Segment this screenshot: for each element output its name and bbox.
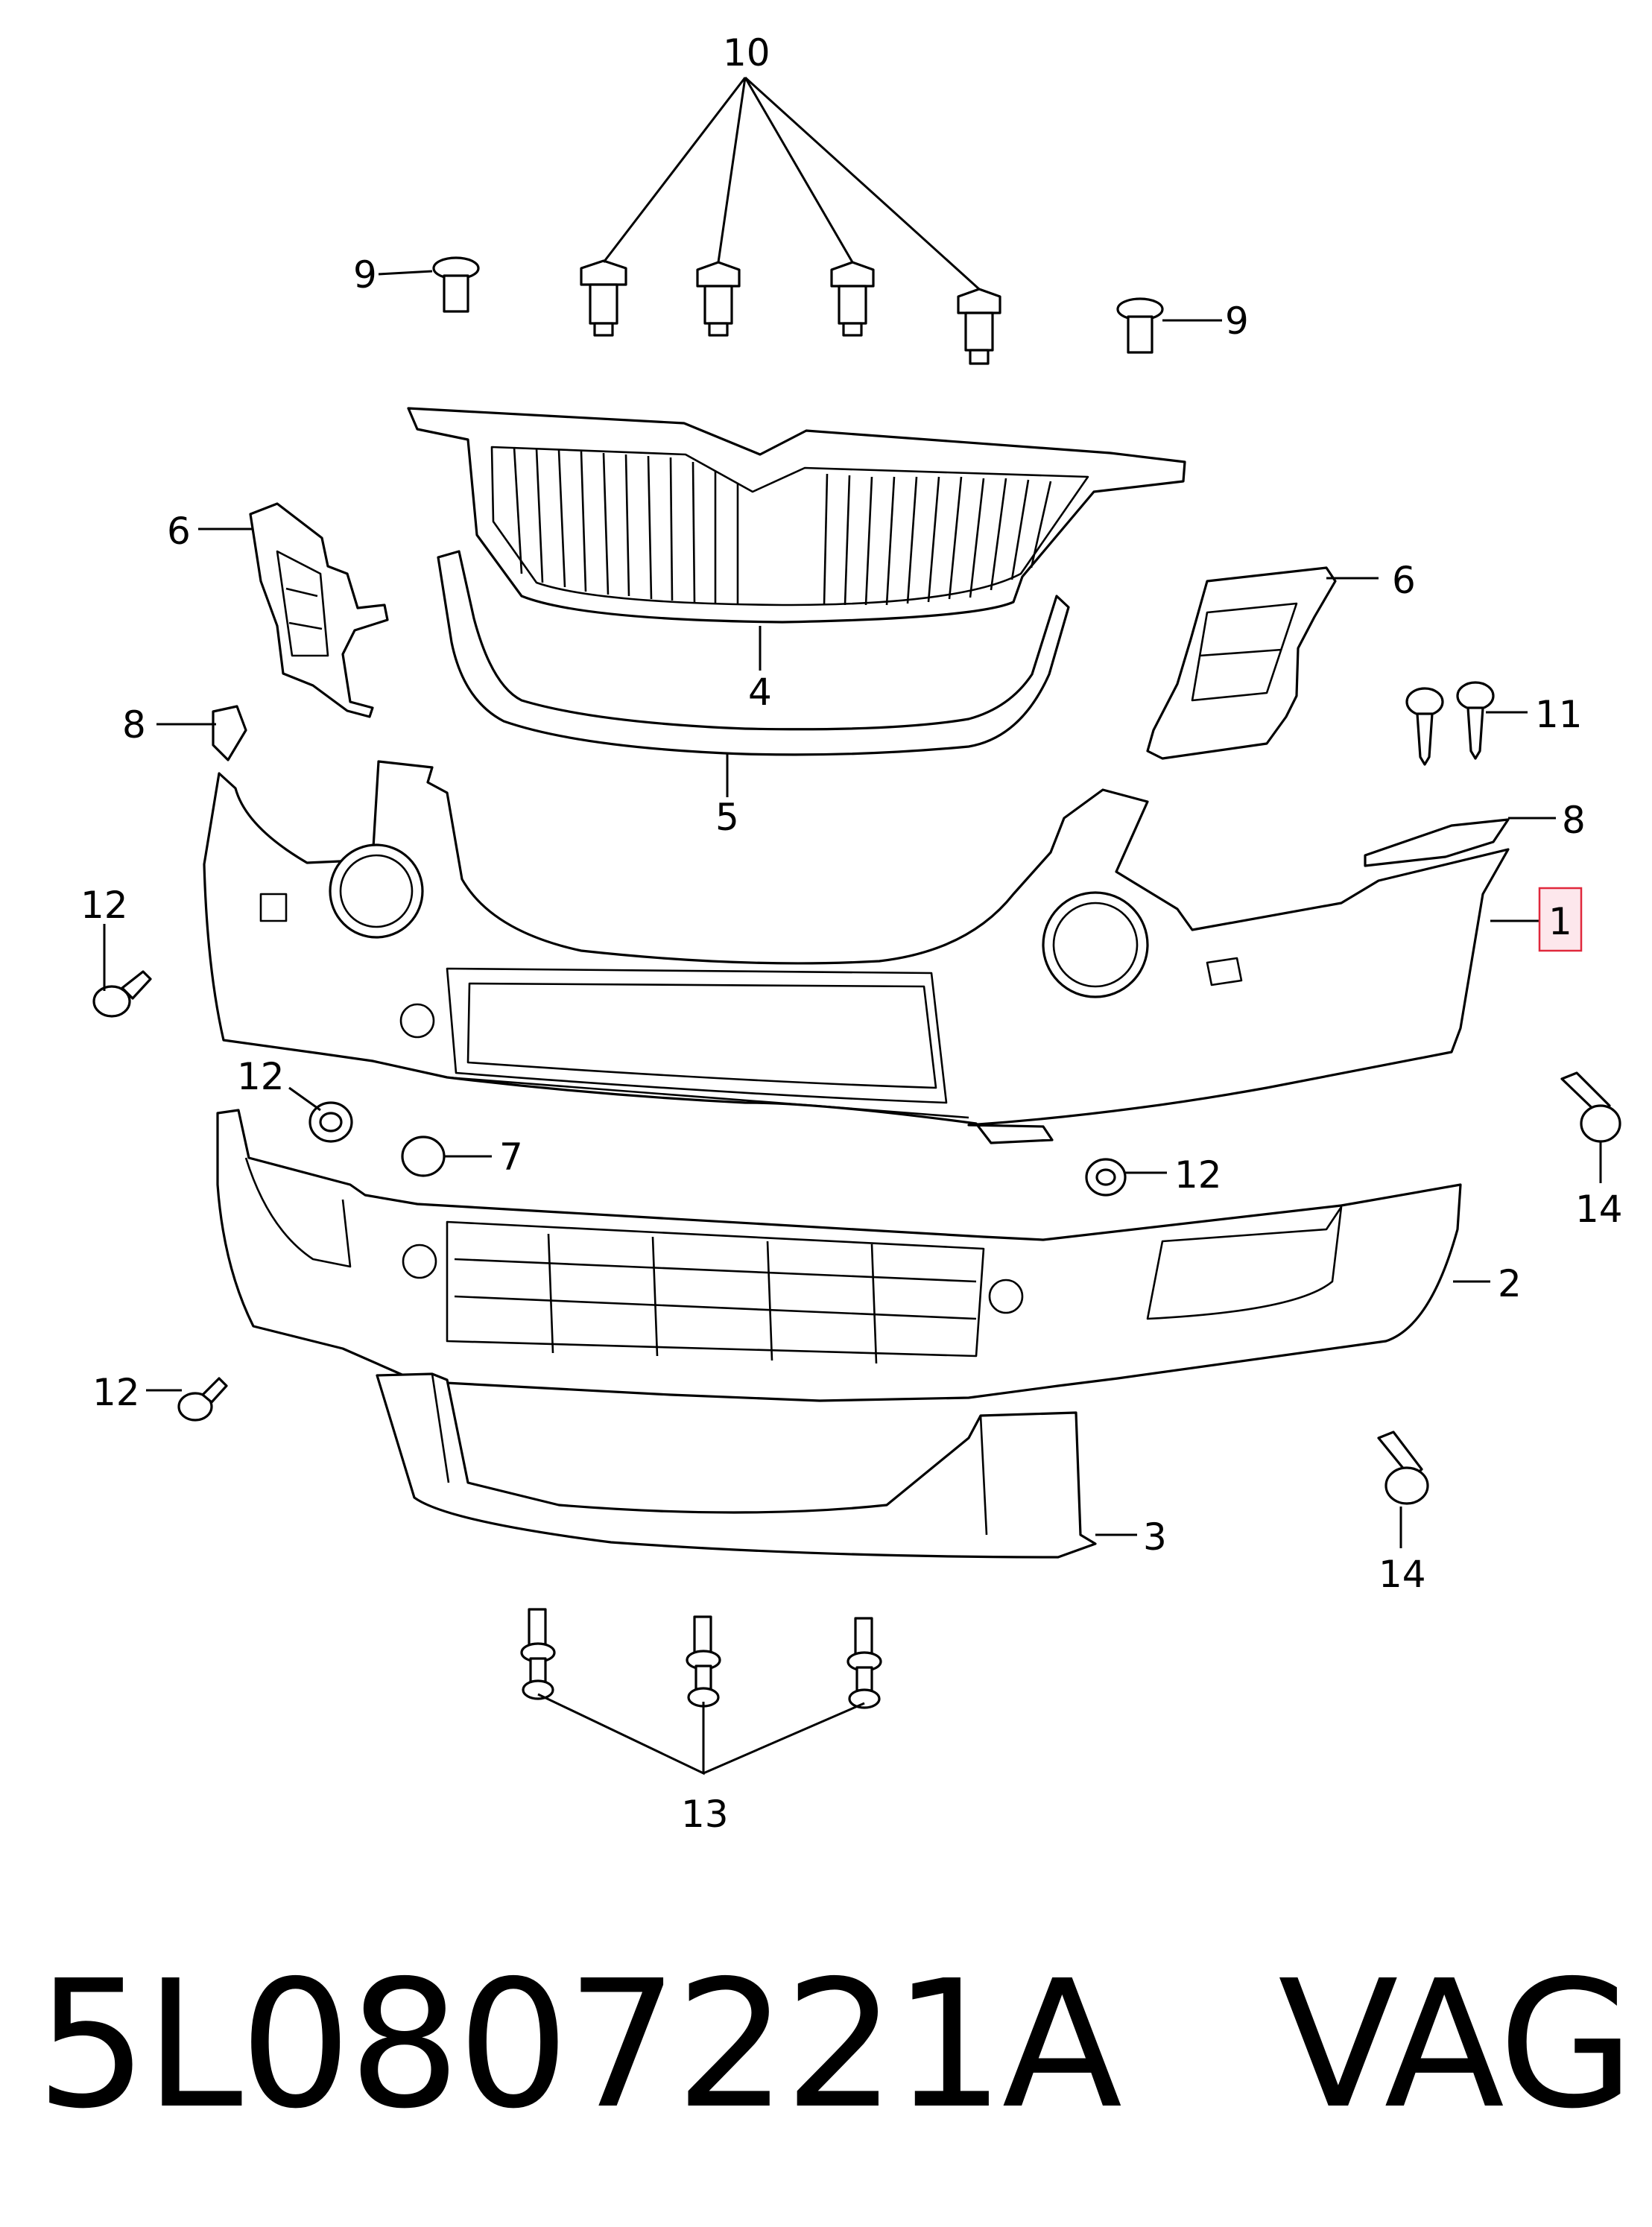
brand-name: VAG — [1278, 1942, 1635, 2147]
clip-8-left — [212, 705, 247, 761]
callout-11: 11 — [1535, 693, 1583, 736]
callout-7: 7 — [499, 1135, 523, 1179]
callout-14-lower: 14 — [1379, 1553, 1426, 1596]
screw-9-left — [432, 256, 480, 313]
callout-9-right: 9 — [1225, 300, 1249, 343]
callout-10: 10 — [723, 31, 770, 75]
leader-lines — [103, 76, 1602, 1775]
callout-1: 1 — [1548, 900, 1572, 943]
callout-14-upper: 14 — [1575, 1188, 1623, 1231]
front-spoiler-lip — [376, 1372, 1097, 1559]
screw-9-right — [1116, 297, 1164, 354]
callout-6-right: 6 — [1392, 559, 1416, 602]
bumper-cover — [203, 760, 1510, 1144]
side-bracket-left — [249, 502, 389, 718]
lower-bumper-grille — [216, 1109, 1462, 1402]
part-number-caption: 5L0807221A VAG — [36, 1937, 1635, 2153]
callout-3: 3 — [1143, 1515, 1167, 1559]
callout-8-left: 8 — [122, 703, 146, 747]
grille-trim-frame — [437, 550, 1070, 756]
fastener-12-middle-right — [1085, 1158, 1127, 1197]
side-bracket-right — [1146, 566, 1337, 760]
fastener-12-lower-left — [177, 1377, 228, 1422]
part-number: 5L0807221A — [36, 1942, 1122, 2147]
callout-12-lower-left: 12 — [92, 1371, 140, 1414]
fastener-12-middle-left — [308, 1101, 353, 1143]
screw-group-10 — [580, 259, 1001, 365]
screw-14-lower — [1377, 1431, 1429, 1505]
callout-1-highlight-box — [1538, 887, 1583, 952]
callout-4: 4 — [748, 671, 772, 714]
callout-labels: 10 9 9 6 6 4 5 8 8 11 1 12 12 7 12 14 2 … — [80, 31, 1623, 1836]
callout-2: 2 — [1498, 1262, 1522, 1305]
pin-group-13 — [520, 1608, 882, 1709]
callout-12-middle-left: 12 — [237, 1055, 285, 1098]
callout-12-middle-right: 12 — [1174, 1153, 1222, 1197]
callout-5: 5 — [715, 796, 739, 839]
callout-13: 13 — [681, 1793, 729, 1836]
callout-9-left: 9 — [353, 253, 377, 297]
radiator-grille — [407, 407, 1186, 624]
fastener-12-upper-left — [92, 970, 152, 1018]
plug-7 — [401, 1135, 446, 1177]
caption-spacer — [1119, 1942, 1278, 2147]
callout-8-right: 8 — [1562, 799, 1586, 842]
callout-6-left: 6 — [167, 510, 191, 553]
screw-group-11 — [1405, 681, 1495, 766]
screw-14-upper — [1560, 1071, 1621, 1143]
callout-12-upper-left: 12 — [80, 884, 128, 927]
clip-8-right — [1364, 818, 1510, 867]
